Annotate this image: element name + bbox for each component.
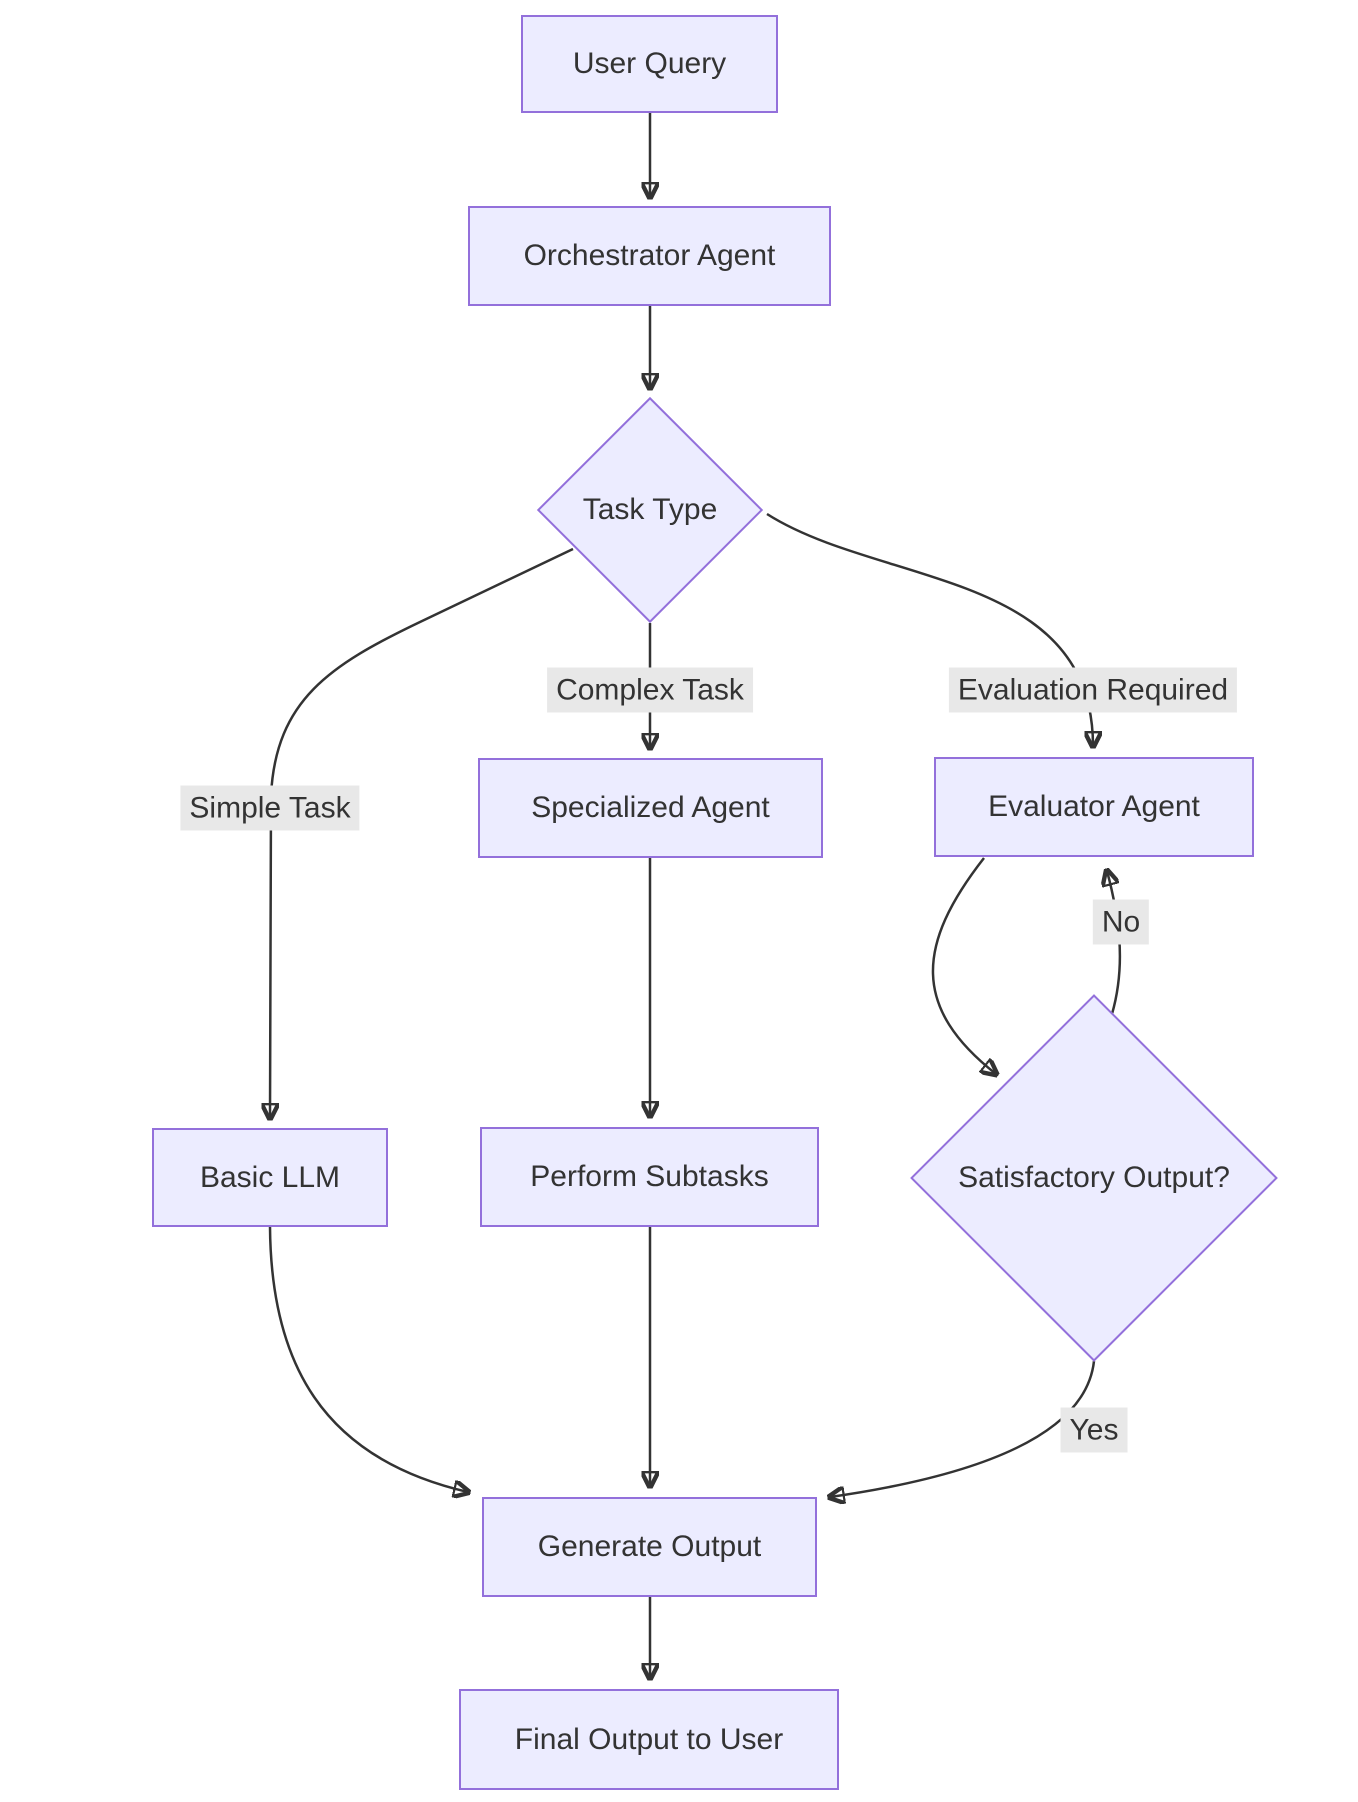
- node-specialized-agent: Specialized Agent: [478, 758, 823, 858]
- node-satisfactory-output-decision: Satisfactory Output?: [910, 994, 1278, 1362]
- node-evaluator-agent: Evaluator Agent: [934, 757, 1254, 857]
- edge-satisfactory-to-generate-yes: [830, 1360, 1096, 1497]
- edge-label-yes: Yes: [1060, 1407, 1128, 1453]
- edge-label-complex-task: Complex Task: [547, 667, 753, 713]
- node-orchestrator-agent: Orchestrator Agent: [468, 206, 831, 306]
- node-generate-output: Generate Output: [482, 1497, 817, 1597]
- node-basic-llm-label: Basic LLM: [199, 1160, 341, 1194]
- node-satisfactory-output-label: Satisfactory Output?: [958, 1161, 1230, 1194]
- node-task-type-label: Task Type: [582, 493, 718, 526]
- edge-evaluator-to-satisfactory: [931, 857, 996, 1074]
- node-orchestrator-agent-label: Orchestrator Agent: [523, 239, 776, 272]
- node-final-output-to-user-label: Final Output to User: [514, 1722, 784, 1756]
- node-perform-subtasks-label: Perform Subtasks: [530, 1160, 769, 1193]
- node-task-type-decision: Task Type: [536, 396, 764, 624]
- edge-task-type-to-basic-llm: [270, 547, 574, 1118]
- edge-label-simple-task: Simple Task: [180, 785, 360, 831]
- node-evaluator-agent-label: Evaluator Agent: [988, 790, 1200, 823]
- node-specialized-agent-label: Specialized Agent: [531, 791, 770, 824]
- node-user-query: User Query: [521, 15, 778, 113]
- node-basic-llm: Basic LLM: [152, 1128, 388, 1227]
- node-final-output-to-user: Final Output to User: [459, 1689, 839, 1790]
- edge-label-evaluation-required: Evaluation Required: [948, 667, 1238, 713]
- node-generate-output-label: Generate Output: [537, 1530, 762, 1563]
- edge-label-no: No: [1092, 899, 1150, 945]
- edge-basic-llm-to-generate: [268, 1226, 468, 1492]
- node-perform-subtasks: Perform Subtasks: [480, 1127, 819, 1227]
- node-user-query-label: User Query: [572, 47, 727, 80]
